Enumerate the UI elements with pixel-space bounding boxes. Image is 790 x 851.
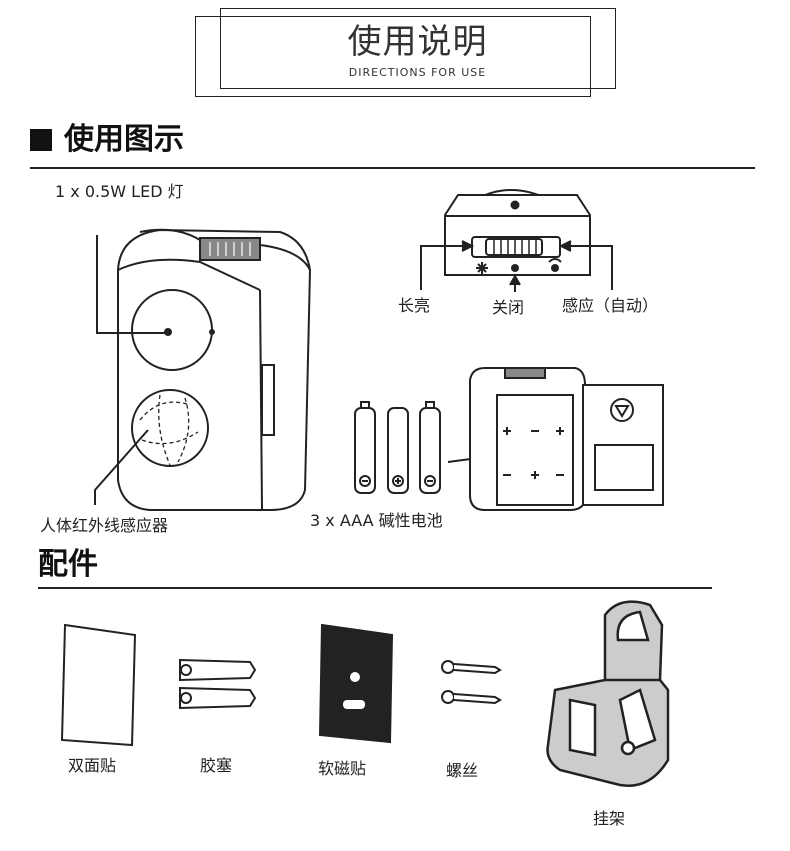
hanging-bracket xyxy=(546,600,670,787)
page-title: 使用说明 xyxy=(347,22,488,62)
accessory-label-bracket: 挂架 xyxy=(593,809,626,828)
accessory-label-tape: 双面贴 xyxy=(68,756,117,775)
accessory-label-screws: 螺丝 xyxy=(446,761,479,780)
accessories-divider xyxy=(38,587,712,589)
battery-label: 3 x AAA 碱性电池 xyxy=(310,511,443,530)
switch-label-off: 关闭 xyxy=(492,298,525,317)
accessories-section-title: 配件 xyxy=(38,547,98,582)
page-subtitle: DIRECTIONS FOR USE xyxy=(348,66,487,79)
magnetic-sticker xyxy=(318,623,394,744)
batteries-illustration xyxy=(354,401,567,494)
switch-illustration xyxy=(420,189,613,292)
switch-label-sensor: 感应（自动） xyxy=(562,296,659,315)
led-label: 1 x 0.5W LED 灯 xyxy=(55,182,184,201)
title-frame-inner xyxy=(220,8,616,89)
title-frame-outer xyxy=(195,16,591,97)
accessories-illustration xyxy=(60,600,670,787)
section-divider xyxy=(30,167,755,169)
device-illustration xyxy=(94,228,312,511)
screws xyxy=(441,660,502,705)
sensor-label: 人体红外线感应器 xyxy=(40,516,169,535)
wall-plugs xyxy=(179,658,257,710)
square-marker-icon xyxy=(30,129,52,151)
polarity-marks xyxy=(503,427,564,479)
always-on-icon xyxy=(476,262,488,274)
usage-section-title: 使用图示 xyxy=(64,122,184,157)
switch-label-always-on: 长亮 xyxy=(398,296,431,315)
battery-compartment-illustration xyxy=(469,367,664,511)
accessory-label-magnet: 软磁贴 xyxy=(318,759,367,778)
accessory-label-plugs: 胶塞 xyxy=(200,756,233,775)
double-sided-tape xyxy=(60,623,137,747)
